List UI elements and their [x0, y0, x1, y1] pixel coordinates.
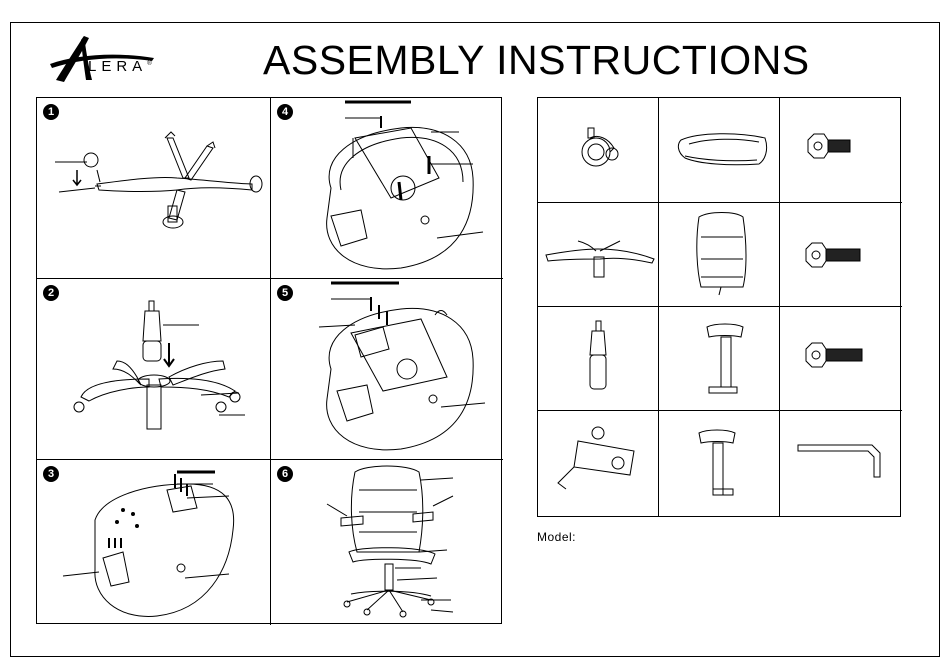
model-label: Model: — [537, 530, 576, 544]
medium-bolt-icon — [780, 203, 902, 307]
part-cell — [780, 411, 902, 516]
part-cell — [780, 307, 902, 411]
part-cell — [538, 98, 659, 203]
part-cell — [659, 98, 780, 203]
long-bolt-icon — [780, 307, 902, 411]
part-cell — [538, 203, 659, 307]
part-cell — [659, 411, 780, 516]
page-title: ASSEMBLY INSTRUCTIONS — [263, 40, 810, 81]
gas-lift-cylinder-icon — [538, 307, 659, 411]
part-cell — [538, 307, 659, 411]
finished-chair-icon — [271, 460, 503, 625]
short-bolt-icon — [780, 98, 902, 203]
five-star-base-icon — [538, 203, 659, 307]
step-panel-3: 3 — [37, 460, 271, 625]
step-panel-6: 6 — [271, 460, 503, 625]
step-panel-4: 4 — [271, 98, 503, 279]
seat-cushion-icon — [659, 98, 780, 203]
step-panel-5: 5 — [271, 279, 503, 460]
armrests-to-seat-icon — [37, 460, 271, 625]
armrest-right-icon — [659, 307, 780, 411]
brand-name: LERA® — [88, 58, 152, 75]
part-cell — [780, 203, 902, 307]
backrest-icon — [659, 203, 780, 307]
allen-wrench-icon — [780, 411, 902, 516]
part-cell — [538, 411, 659, 516]
parts-list-grid — [537, 97, 901, 517]
gas-lift-into-base-icon — [37, 279, 271, 460]
casters-into-base-icon — [37, 98, 271, 279]
caster-icon — [538, 98, 659, 203]
armrest-left-icon — [659, 411, 780, 516]
assembly-steps-grid: 1 4 — [36, 97, 502, 624]
part-cell — [659, 203, 780, 307]
backrest-to-mechanism-icon — [271, 279, 503, 460]
step-panel-1: 1 — [37, 98, 271, 279]
part-cell — [780, 98, 902, 203]
mechanism-to-seat-icon — [271, 98, 503, 279]
part-cell — [659, 307, 780, 411]
step-panel-2: 2 — [37, 279, 271, 460]
tilt-mechanism-icon — [538, 411, 659, 516]
